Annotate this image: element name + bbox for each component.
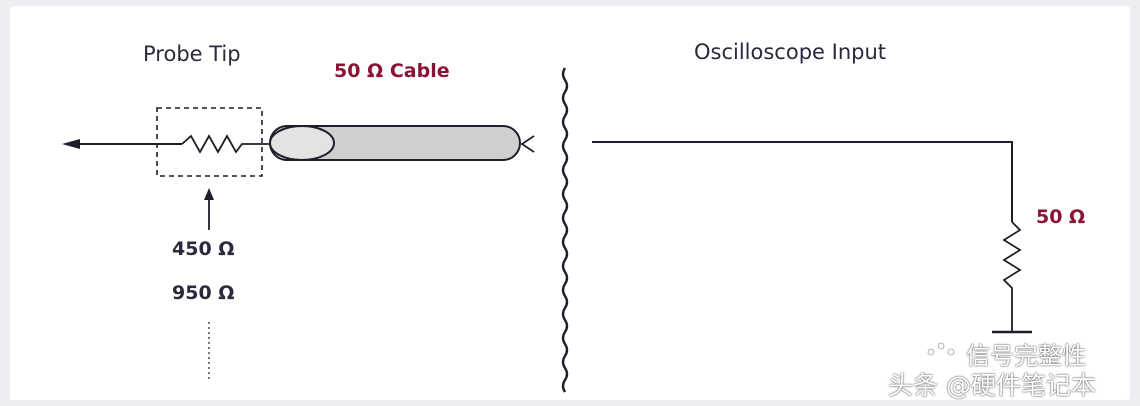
scope-termination-resistor (1002, 221, 1022, 332)
watermark-logo-icon (927, 342, 955, 356)
cable-label: 50 Ω Cable (334, 60, 450, 82)
probe-value-pointer (204, 188, 214, 230)
tip-resistor-value-450: 450 Ω (172, 238, 235, 260)
watermark-line-2: 头条 @硬件笔记本 (888, 371, 1096, 400)
scope-input-line (592, 141, 1013, 222)
watermark-line-1: 信号完整性 (966, 342, 1086, 370)
scope-resistor-value: 50 Ω (1036, 206, 1086, 228)
diagram-panel (10, 6, 1130, 400)
break-line (561, 67, 569, 393)
coax-cable (269, 125, 535, 161)
probe-output-arrow (62, 139, 182, 149)
probe-tip-label: Probe Tip (143, 42, 241, 66)
probe-tip-resistor (181, 134, 270, 154)
probe-tip-box (156, 107, 263, 177)
oscilloscope-input-label: Oscilloscope Input (694, 40, 887, 64)
tip-resistor-value-950: 950 Ω (172, 282, 235, 304)
